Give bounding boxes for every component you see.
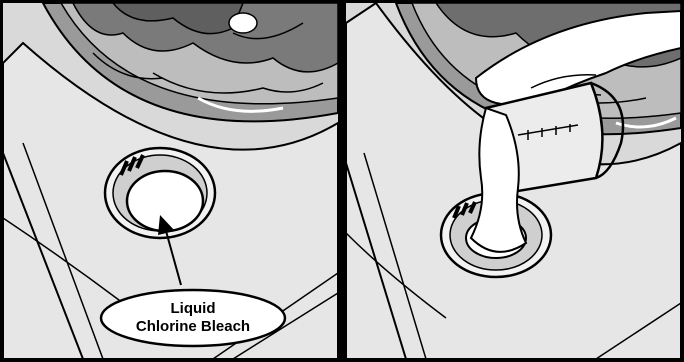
pointer-arrow [158,215,182,286]
liquid-stream [469,106,528,253]
callout-line-2: Chlorine Bleach [136,318,250,335]
washer-tub [41,3,338,123]
callout-line-1: Liquid [171,300,216,317]
bleach-dispenser [103,146,217,240]
dispenser-location-illustration: Liquid Chlorine Bleach [3,3,338,359]
panel-pouring-bleach [346,3,681,359]
panel-dispenser-location: Liquid Chlorine Bleach [3,3,338,359]
bleach-callout: Liquid Chlorine Bleach [99,288,287,348]
pouring-bleach-illustration [346,3,681,359]
